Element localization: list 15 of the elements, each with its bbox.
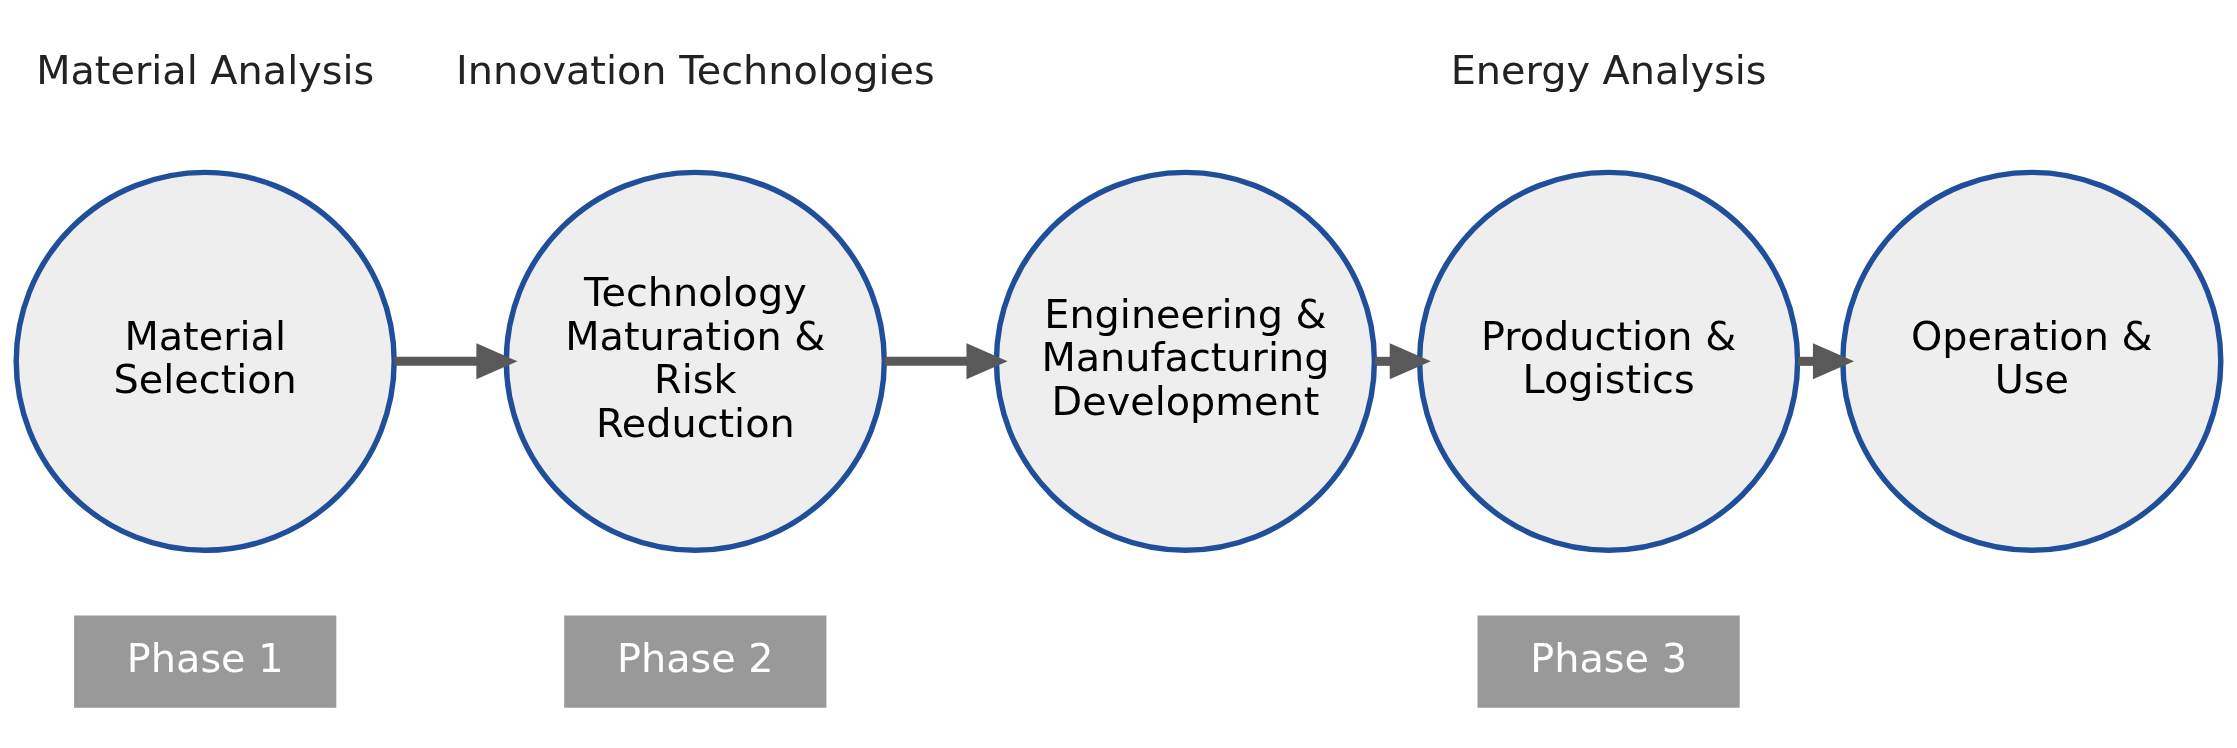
- node-box: Phase 2: [564, 615, 827, 708]
- arrow: [884, 343, 1008, 380]
- node-circle: Operation & Use: [1840, 169, 2224, 554]
- node-circle: Production & Logistics: [1416, 169, 1801, 554]
- arrow: [394, 343, 518, 380]
- node-box: Phase 1: [74, 615, 337, 708]
- arrow: [1374, 343, 1431, 380]
- node-circle: Technology Maturation & Risk Reduction: [503, 169, 887, 554]
- node-circle: Engineering & Manufacturing Development: [993, 169, 1378, 554]
- node-box: Phase 3: [1477, 615, 1740, 708]
- node-circle: Material Selection: [13, 169, 397, 554]
- arrow: [1798, 343, 1855, 380]
- label: Material Analysis: [36, 46, 375, 93]
- label: Innovation Technologies: [456, 46, 935, 93]
- label: Energy Analysis: [1450, 46, 1767, 93]
